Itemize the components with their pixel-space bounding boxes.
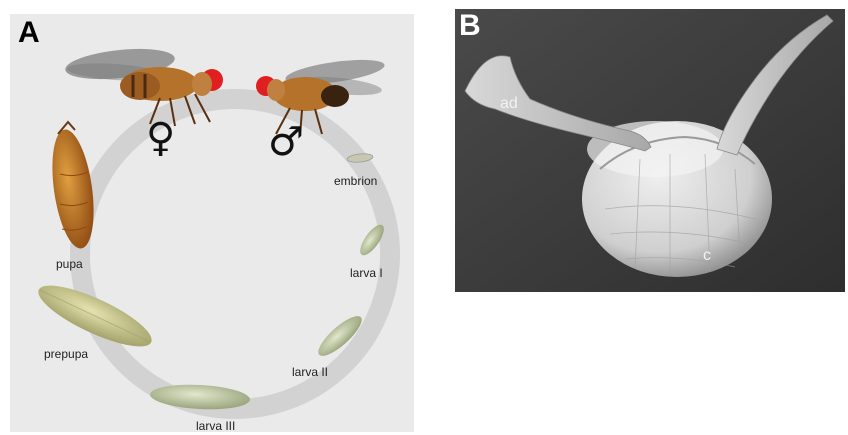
larva-1-label: larva I (350, 266, 383, 280)
panel-b-label: B (459, 11, 481, 41)
larva-3 (149, 382, 250, 411)
ad-label: ad (500, 95, 518, 113)
female-symbol: ♀ (146, 118, 175, 158)
male-symbol: ♂ (268, 122, 304, 162)
pupa-label: pupa (56, 257, 83, 271)
sem-egg-drawing (455, 9, 845, 292)
sem-image-panel: B ad c (455, 9, 845, 292)
female-fly (64, 44, 223, 126)
larva-2-label: larva II (292, 365, 328, 379)
larva-3-label: larva III (196, 419, 235, 433)
prepupa-label: prepupa (44, 347, 88, 361)
panel-a-label: A (18, 18, 40, 48)
cycle-ring (80, 99, 390, 409)
c-label: c (703, 247, 711, 265)
prepupa (32, 274, 159, 357)
embryo-label: embrion (334, 174, 377, 188)
life-cycle-drawing (10, 14, 414, 432)
life-cycle-panel: A ♀ ♂ embrion larva I larva II larva III… (10, 14, 414, 432)
